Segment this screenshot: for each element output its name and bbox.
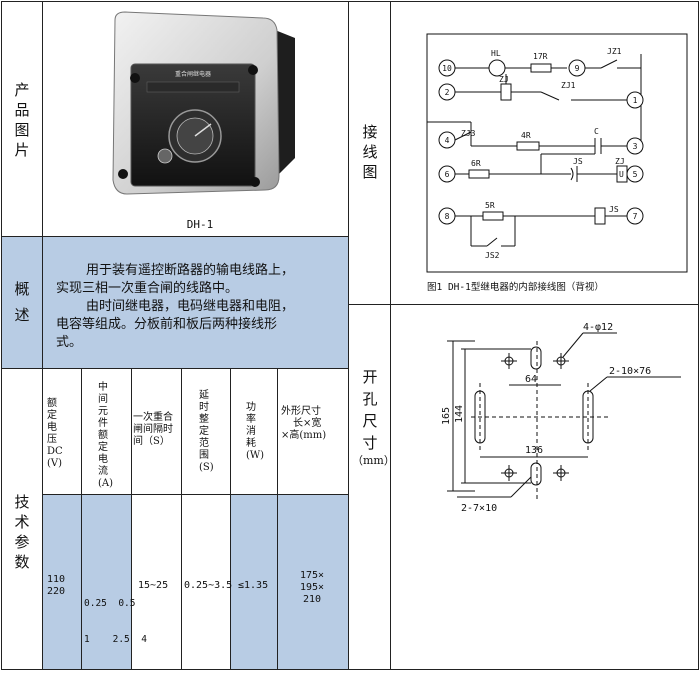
label-zj3: ZJ3 [461, 129, 476, 138]
terminal-label: 9 [575, 64, 580, 73]
tech-delay-value: 0.25~3.5 [184, 580, 233, 591]
tech-value-current [81, 494, 132, 670]
dim-bottom: 2-7×10 [461, 503, 497, 514]
label-17r: 17R [533, 52, 548, 61]
terminal-label: 4 [445, 136, 450, 145]
terminal-label: 7 [633, 212, 638, 221]
tech-header-current-text: 中 间 元 件 额 定 电 流 (A) [98, 382, 114, 489]
overview-line: 实现三相一次重合闸的线路中。 [56, 281, 239, 296]
tech-dimension-values: 175× 195× 210 [299, 570, 325, 605]
terminal-label: 6 [445, 170, 450, 179]
terminal-7 [626, 207, 644, 225]
product-caption: DH-1 [186, 218, 214, 231]
overview-line: 用于装有遥控断路器的输电线路上， [86, 263, 295, 278]
product-image-label: 产 品 图 片 [14, 81, 30, 159]
device-face-text: 重合闸继电器 [175, 70, 211, 78]
dim-136: 136 [525, 445, 543, 456]
terminal-3 [626, 137, 644, 155]
terminal-label: 8 [445, 212, 450, 221]
tech-header-voltage-text: 额 定 电 压 DC (V) [47, 398, 63, 469]
tech-value-power [230, 494, 278, 670]
dim-slots: 2-10×76 [609, 366, 651, 377]
overview-line: 式。 [56, 335, 83, 350]
wiring-diagram: 10 9 2 1 4 3 6 5 8 7 HL 17R JZ1 ZJ ZJ1 Z… [426, 33, 688, 293]
dim-64: 64 [525, 374, 537, 385]
terminal-1 [626, 91, 644, 109]
terminal-2 [438, 83, 456, 101]
tech-header-dimensions-text: 外形尺寸 长×宽 ×高(mm) [281, 406, 327, 441]
label-zj1: ZJ1 [561, 81, 576, 90]
tech-current-values: 0.25 0.5 1 2.5 4 [84, 598, 147, 645]
terminal-label: 3 [633, 142, 638, 151]
tech-label: 技 术 参 数 [14, 493, 30, 571]
tech-header-power-text: 功 率 消 耗 (W) [246, 402, 265, 461]
tech-power-value: ≤1.35 [238, 580, 269, 591]
dim-144: 144 [454, 405, 465, 423]
tech-reclose-value: 15~25 [138, 580, 169, 591]
label-5r: 5R [485, 201, 495, 210]
dim-holes: 4-φ12 [583, 322, 613, 333]
terminal-6 [438, 165, 456, 183]
dim-165: 165 [441, 407, 452, 425]
cutout-diagram: 4-φ12 2-10×76 64 136 165 144 2-7×10 [441, 322, 681, 514]
cutout-label: 开 孔 尺 寸 （mm） [352, 368, 395, 467]
label-jz1: JZ1 [607, 47, 622, 56]
label-zj: ZJ [499, 75, 509, 84]
terminal-label: 1 [633, 96, 638, 105]
terminal-8 [438, 207, 456, 225]
label-4r: 4R [521, 131, 531, 140]
label-zj-u: ZJ [615, 157, 625, 166]
relay-device-image: 重合闸继电器 [112, 11, 295, 195]
label-js2: JS2 [485, 251, 500, 260]
tech-value-dimensions [277, 494, 349, 670]
terminal-label: 5 [633, 170, 638, 179]
terminal-label: 10 [442, 64, 452, 73]
label-js-coil: JS [609, 205, 619, 214]
overview-label: 概 述 [14, 280, 30, 324]
cutout-label-cell [348, 304, 391, 670]
tech-header-delay-text: 延 时 整 定 范 围 (S) [199, 390, 214, 473]
terminal-9 [568, 59, 586, 77]
wiring-label: 接 线 图 [362, 123, 378, 181]
terminal-label: 2 [445, 88, 450, 97]
cutout-diagram-cell [390, 304, 699, 670]
terminal-4 [438, 131, 456, 149]
terminal-5 [626, 165, 644, 183]
overview-text-cell [42, 236, 349, 369]
label-hl: HL [491, 49, 501, 58]
overview-line: 由时间继电器，电码继电器和电阻， [86, 299, 295, 314]
tech-voltage-values: 110 220 [47, 574, 66, 597]
tech-header-reclose-text: 一次重合 闸间隔时 间（S） [133, 412, 173, 447]
label-u: U [619, 170, 624, 179]
overview-text: 用于装有遥控断路器的输电线路上， 实现三相一次重合闸的线路中。 由时间继电器，电… [56, 262, 346, 352]
label-6r: 6R [471, 159, 481, 168]
label-js: JS [573, 157, 583, 166]
terminal-10 [438, 59, 456, 77]
label-c: C [594, 127, 599, 136]
wiring-caption: 图1 DH-1型继电器的内部接线图（背视） [427, 281, 604, 293]
overview-line: 电容等组成。分板前和板后两种接线形 [56, 317, 278, 332]
